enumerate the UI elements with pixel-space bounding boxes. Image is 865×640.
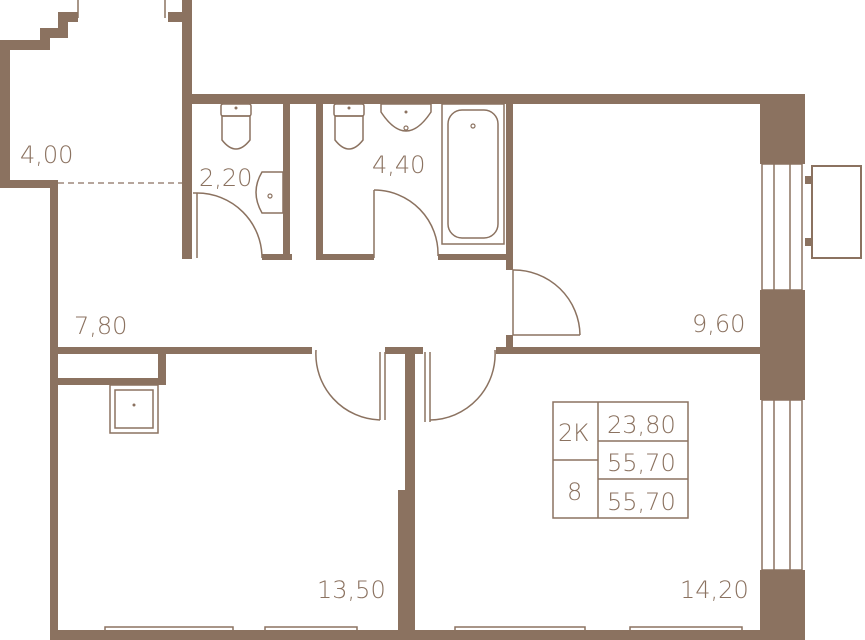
interior-walls [50,94,766,640]
bath-sink [380,103,432,132]
bath-toilet-fixture [333,103,365,150]
hall-area: 7,80 [74,312,127,340]
bottom-windows [104,626,743,638]
ac-unit [805,165,862,259]
balcony-window-frame [77,0,166,18]
bedroom-area: 13,50 [317,576,386,604]
kitchen-door [512,269,581,336]
summary-table: 2К 8 23,80 55,70 55,70 [552,401,689,519]
total-area: 55,70 [607,449,676,477]
bathtub [441,103,505,245]
living-window [761,399,803,571]
kitchen-area: 9,60 [692,310,745,338]
toilet-door [193,192,263,259]
living-area: 14,20 [680,576,749,604]
living-door [424,349,496,422]
bathroom-area: 4,40 [372,151,425,179]
bathroom-door [373,189,439,258]
balcony-area: 4,00 [20,141,73,169]
toilet-sink [255,171,284,214]
bedroom-sink [109,384,159,434]
apartment-type: 2К [558,419,589,447]
living-area-total: 23,80 [607,411,676,439]
balcony-walls [0,0,192,200]
kitchen-window [761,163,803,291]
toilet-fixture [220,103,252,150]
floor-number: 8 [567,478,582,506]
total-area-alt: 55,70 [607,488,676,516]
exterior-walls [50,94,805,640]
bedroom-door [315,349,386,421]
toilet-area: 2,20 [199,164,252,192]
